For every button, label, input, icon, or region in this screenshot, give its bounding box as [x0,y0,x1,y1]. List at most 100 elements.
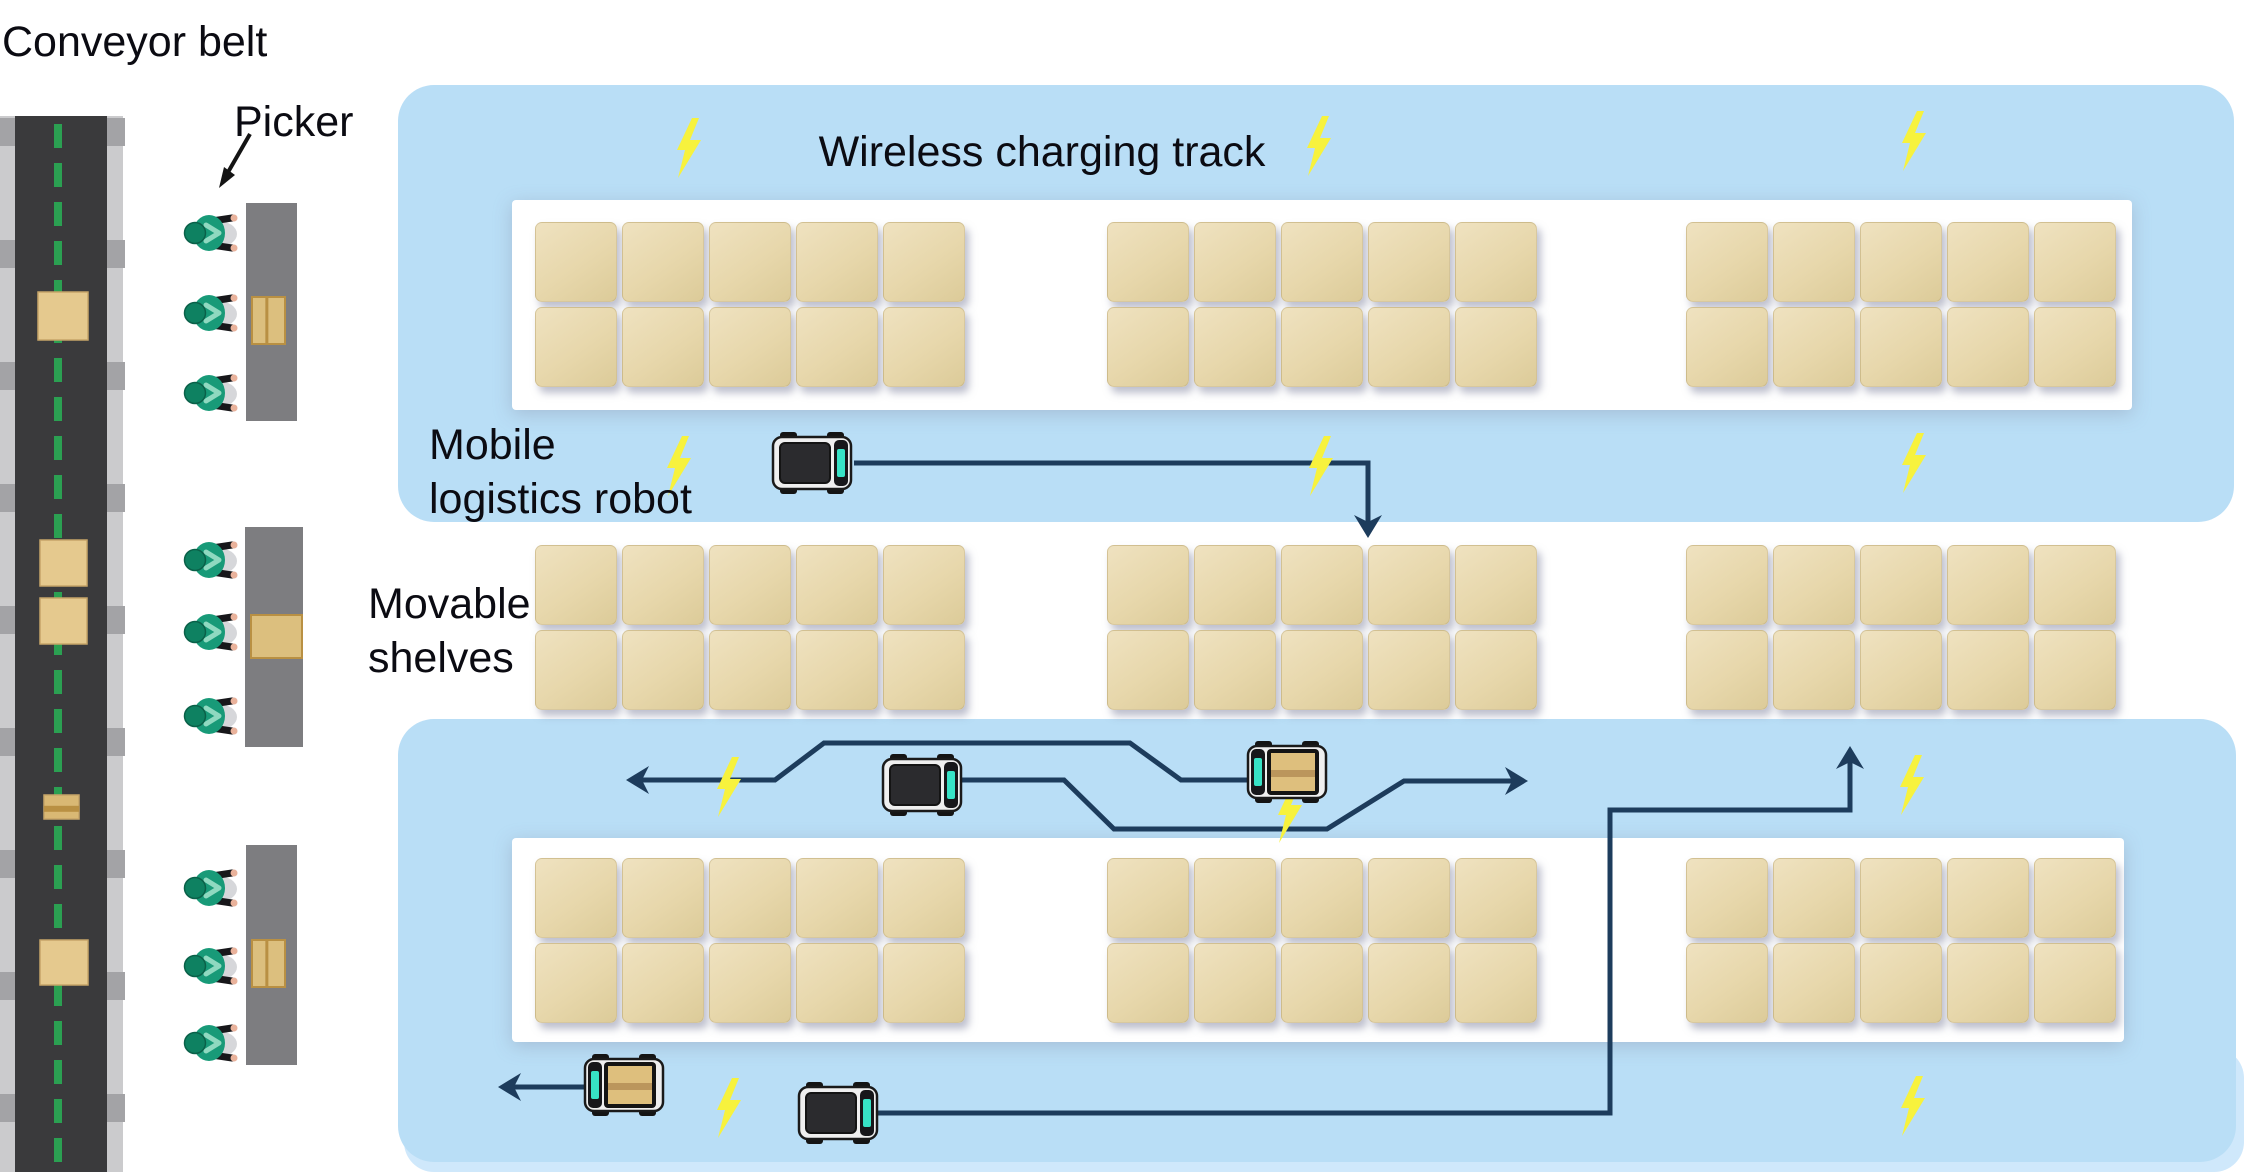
conveyor-roller [0,1094,18,1122]
conveyor-belt-label: Conveyor belt [2,18,268,66]
conveyor-roller [0,728,18,756]
shelf-bin [1368,545,1450,625]
picker-person-icon [185,698,238,735]
conveyor-roller [105,484,125,512]
shelf-bin [2034,545,2116,625]
conveyor-right-rail [107,116,123,1172]
shelf-bin [1773,858,1855,938]
picker-person-icon [185,215,238,252]
conveyor-roller [0,362,18,390]
shelf-bin [535,630,617,710]
parcel-box [39,539,88,587]
picker-person-icon [185,614,238,651]
shelf-bin [796,858,878,938]
shelf-bin [1281,858,1363,938]
shelf-bin [1773,307,1855,387]
route-bottom-up [876,758,1853,1116]
shelf-bin [1455,222,1537,302]
conveyor-roller [0,484,18,512]
shelf-bin [1194,545,1276,625]
loaded-robot-icon [1246,739,1328,805]
shelf-bin [1107,943,1189,1023]
picker-person-icon [185,295,238,332]
shelf-bin [1773,943,1855,1023]
conveyor-roller [105,362,125,390]
shelf-bin [622,545,704,625]
shelf-bin [796,545,878,625]
shelf-bin [1860,222,1942,302]
shelf-bin [883,307,965,387]
shelf-bin [1947,943,2029,1023]
shelf-bin [622,307,704,387]
shelf-bin [709,222,791,302]
shelf-bin [1368,943,1450,1023]
shelf-bin [535,858,617,938]
shelf-bin [883,630,965,710]
movable-shelves-label: Movable shelves [368,580,531,682]
picker-person-icon [185,948,238,985]
shelf-bin [1773,222,1855,302]
mobile-robot-icon [797,1080,879,1146]
shelf-bin [1281,222,1363,302]
shelf-bin [1947,222,2029,302]
shelf-bin [1860,307,1942,387]
shelf-bin [622,222,704,302]
shelf-bin [1368,630,1450,710]
wireless-charging-track-label: Wireless charging track [818,128,1266,176]
lightning-bolt-icon [1307,116,1331,176]
picker-person-icon [185,375,238,412]
conveyor-roller [105,118,125,146]
shelf-bin [622,858,704,938]
parcel-box [39,597,88,645]
route-bottom-up-arrowhead [1836,746,1864,769]
conveyor-roller [105,972,125,1000]
shelf-bin [1455,630,1537,710]
parcel-box [39,939,89,986]
mobile-robot-icon [881,752,963,818]
shelf-bin [1194,943,1276,1023]
shelf-bin [1455,943,1537,1023]
shelf-bin [1686,222,1768,302]
shelf-bin [1860,858,1942,938]
conveyor-roller [0,118,18,146]
lightning-bolt-icon [1900,755,1924,815]
lightning-bolt-icon [1901,1076,1925,1136]
shelf-bin [1455,307,1537,387]
station-box [251,939,286,988]
picker-label: Picker [234,98,354,146]
shelf-bin [2034,222,2116,302]
station-box [250,614,303,659]
shelf-bin [709,943,791,1023]
lightning-bolt-icon [717,1078,741,1138]
shelf-bin [1107,222,1189,302]
shelf-bin [796,630,878,710]
shelf-bin [1281,630,1363,710]
shelf-bin [709,307,791,387]
picker-person-icon [185,1025,238,1062]
shelf-bin [1107,545,1189,625]
shelf-bin [1281,943,1363,1023]
lightning-bolt-icon [1309,436,1333,496]
shelf-bin [709,858,791,938]
shelf-bin [1686,545,1768,625]
shelf-bin [709,630,791,710]
shelf-bin [796,943,878,1023]
route-middle-left [640,740,1250,783]
shelf-bin [883,545,965,625]
shelf-bin [709,545,791,625]
shelf-bin [1686,858,1768,938]
shelf-bin [1947,307,2029,387]
shelf-bin [1947,858,2029,938]
lightning-bolt-icon [677,118,701,178]
shelf-bin [1455,858,1537,938]
conveyor-roller [105,728,125,756]
conveyor-roller [105,850,125,878]
route-bottom-left-arrowhead [498,1073,521,1101]
shelf-bin [1368,858,1450,938]
shelf-bin [1686,307,1768,387]
shelf-bin [1194,307,1276,387]
shelf-bin [2034,858,2116,938]
conveyor-roller [105,606,125,634]
